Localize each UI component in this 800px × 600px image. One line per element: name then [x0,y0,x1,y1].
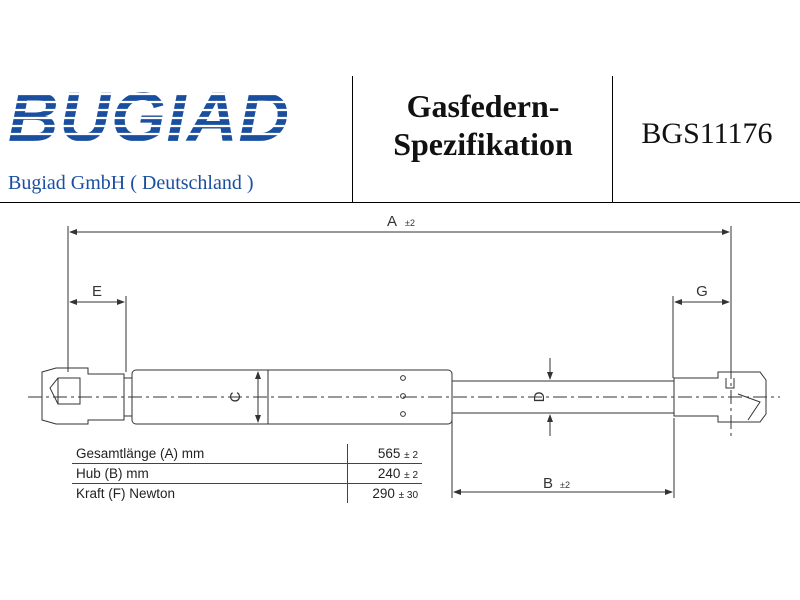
header-bottom-rule [0,202,800,203]
mounting-hole [400,411,406,417]
header-divider-2 [612,76,613,202]
spec-value: 240 ± 2 [347,463,422,484]
table-row: Hub (B) mm 240 ± 2 [72,463,422,484]
dim-d-label: D [531,391,548,402]
dim-a-label: A [387,213,397,230]
spec-value: 565 ± 2 [347,444,422,464]
mounting-hole [400,393,406,399]
dim-b-label: B [543,475,553,492]
dim-a-tolerance: ±2 [405,218,415,228]
mounting-hole [400,375,406,381]
spec-label: Hub (B) mm [72,463,348,484]
company-name: Bugiad GmbH ( Deutschland ) [8,172,254,194]
dim-g-label: G [696,283,708,300]
bugiad-logo: BUGIAD [8,82,348,174]
left-end-fitting [41,367,125,425]
dim-e-label: E [92,283,102,300]
dim-c-label: C [227,391,244,402]
spec-title: Gasfedern- Spezifikation [368,88,598,164]
spec-label: Kraft (F) Newton [72,483,348,503]
title-line-1: Gasfedern- [406,88,560,124]
header-divider-1 [352,76,353,202]
part-number: BGS11176 [641,117,773,150]
dim-b-tolerance: ±2 [560,480,570,490]
logo-stripes [8,92,348,144]
spec-table: Gesamtlänge (A) mm 565 ± 2 Hub (B) mm 24… [72,444,422,503]
table-row: Kraft (F) Newton 290 ± 30 [72,483,422,503]
spec-value: 290 ± 30 [347,483,422,503]
right-end-fitting [673,371,767,423]
title-line-2: Spezifikation [393,125,573,162]
table-row: Gesamtlänge (A) mm 565 ± 2 [72,444,422,464]
spec-label: Gesamtlänge (A) mm [76,446,205,461]
